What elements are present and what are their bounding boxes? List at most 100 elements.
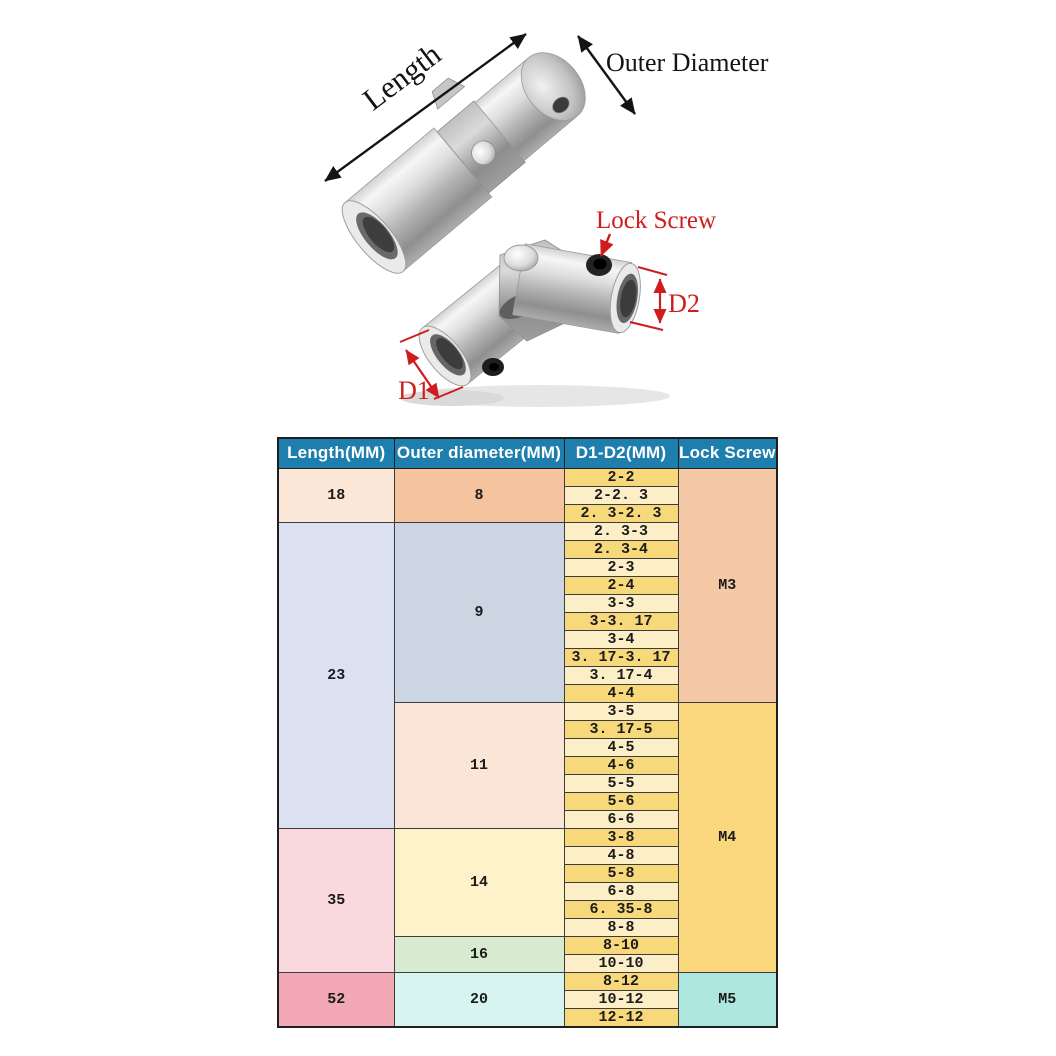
outer-diameter-arrow bbox=[577, 35, 636, 115]
od-cell: 14 bbox=[393, 827, 565, 937]
table-row: 3. 17-5 bbox=[278, 719, 777, 739]
d1d2-cell: 10-12 bbox=[563, 989, 679, 1009]
hinge-pin-icon bbox=[503, 244, 539, 272]
table-row: 4-5 bbox=[278, 737, 777, 757]
d1d2-cell: 3-8 bbox=[563, 827, 679, 847]
d1d2-cell: 3-3. 17 bbox=[563, 611, 679, 631]
d1-label: D1 bbox=[398, 376, 430, 405]
outer-diameter-label: Outer Diameter bbox=[606, 48, 769, 77]
table-row: 4-8 bbox=[278, 845, 777, 865]
table-row: 12-12 bbox=[278, 1007, 777, 1027]
d1d2-cell: 2-3 bbox=[563, 557, 679, 577]
lock-screw-icon bbox=[593, 258, 607, 270]
lock-screw-cell: M3 bbox=[677, 467, 778, 703]
column-header-2: D1-D2(MM) bbox=[563, 437, 679, 469]
d1d2-cell: 6-8 bbox=[563, 881, 679, 901]
d1d2-cell: 4-8 bbox=[563, 845, 679, 865]
spec-table-container: Length(MM)Outer diameter(MM)D1-D2(MM)Loc… bbox=[277, 437, 778, 1028]
d1d2-cell: 3. 17-5 bbox=[563, 719, 679, 739]
d1d2-cell: 3. 17-4 bbox=[563, 665, 679, 685]
d2-label: D2 bbox=[668, 289, 700, 318]
d1d2-cell: 8-8 bbox=[563, 917, 679, 937]
d2-extension-tick bbox=[629, 321, 664, 331]
product-diagram: Length Outer Diameter Lock Screw D2 D1 bbox=[324, 33, 769, 407]
d1d2-cell: 2-4 bbox=[563, 575, 679, 595]
length-label: Length bbox=[356, 36, 448, 117]
d1d2-cell: 2-2. 3 bbox=[563, 485, 679, 505]
length-cell: 23 bbox=[277, 521, 395, 829]
d1d2-cell: 2-2 bbox=[563, 467, 679, 487]
column-header-0: Length(MM) bbox=[277, 437, 395, 469]
d1d2-cell: 3-4 bbox=[563, 629, 679, 649]
table-row: 10-10 bbox=[278, 953, 777, 973]
set-screw-icon bbox=[489, 363, 499, 371]
table-row: 3-4 bbox=[278, 629, 777, 649]
shaft-bore-icon bbox=[620, 279, 637, 318]
lock-screw-label: Lock Screw bbox=[596, 207, 716, 234]
table-row: 5-5 bbox=[278, 773, 777, 793]
universal-joint-photo-upper bbox=[341, 52, 586, 274]
column-header-3: Lock Screw bbox=[677, 437, 778, 469]
table-row: 3. 17-3. 17 bbox=[278, 647, 777, 667]
table-row: 5-6 bbox=[278, 791, 777, 811]
table-row: 2-4 bbox=[278, 575, 777, 595]
table-row: 4-4 bbox=[278, 683, 777, 703]
length-arrow bbox=[324, 33, 527, 182]
d1d2-cell: 8-10 bbox=[563, 935, 679, 955]
table-row: 10-12 bbox=[278, 989, 777, 1009]
table-row: 8-8 bbox=[278, 917, 777, 937]
d1d2-cell: 4-4 bbox=[563, 683, 679, 703]
table-row: 3. 17-4 bbox=[278, 665, 777, 685]
od-cell: 11 bbox=[393, 701, 565, 829]
d1d2-cell: 5-6 bbox=[563, 791, 679, 811]
d1d2-cell: 4-6 bbox=[563, 755, 679, 775]
table-row: 6-6 bbox=[278, 809, 777, 829]
d1d2-cell: 4-5 bbox=[563, 737, 679, 757]
d1d2-cell: 5-5 bbox=[563, 773, 679, 793]
d1d2-cell: 5-8 bbox=[563, 863, 679, 883]
d1d2-cell: 8-12 bbox=[563, 971, 679, 991]
spec-table-header-row: Length(MM)Outer diameter(MM)D1-D2(MM)Loc… bbox=[277, 437, 778, 469]
d1-arrow bbox=[405, 349, 440, 399]
od-cell: 8 bbox=[393, 467, 565, 523]
table-row: 4-6 bbox=[278, 755, 777, 775]
lock-screw-arrow bbox=[599, 233, 614, 257]
column-header-1: Outer diameter(MM) bbox=[393, 437, 565, 469]
shaft-bore-icon bbox=[436, 338, 463, 370]
table-row: 2-2. 3 bbox=[278, 485, 777, 505]
table-row: 2. 3-4 bbox=[278, 539, 777, 559]
d1d2-cell: 10-10 bbox=[563, 953, 679, 973]
d1d2-cell: 2. 3-4 bbox=[563, 539, 679, 559]
od-cell: 20 bbox=[393, 971, 565, 1027]
length-cell: 18 bbox=[277, 467, 395, 523]
d1d2-cell: 3-3 bbox=[563, 593, 679, 613]
table-row: 6-8 bbox=[278, 881, 777, 901]
table-row: 5-8 bbox=[278, 863, 777, 883]
lock-screw-cell: M4 bbox=[677, 701, 778, 973]
d1d2-cell: 3. 17-3. 17 bbox=[563, 647, 679, 667]
spec-table: Length(MM)Outer diameter(MM)D1-D2(MM)Loc… bbox=[277, 437, 778, 1028]
d1d2-cell: 3-5 bbox=[563, 701, 679, 721]
od-cell: 16 bbox=[393, 935, 565, 973]
screw-hole-icon bbox=[552, 96, 570, 114]
od-cell: 9 bbox=[393, 521, 565, 703]
shaft-bore-icon bbox=[362, 216, 395, 253]
universal-joint-photo-lower bbox=[418, 239, 641, 387]
length-cell: 52 bbox=[277, 971, 395, 1027]
d1d2-cell: 6. 35-8 bbox=[563, 899, 679, 919]
table-row: 2-3 bbox=[278, 557, 777, 577]
length-cell: 35 bbox=[277, 827, 395, 973]
d1d2-cell: 2. 3-2. 3 bbox=[563, 503, 679, 523]
d2-extension-tick bbox=[637, 266, 668, 276]
d1d2-cell: 12-12 bbox=[563, 1007, 679, 1027]
d1-extension-tick bbox=[399, 329, 430, 343]
d1d2-cell: 6-6 bbox=[563, 809, 679, 829]
lock-screw-cell: M5 bbox=[677, 971, 778, 1027]
